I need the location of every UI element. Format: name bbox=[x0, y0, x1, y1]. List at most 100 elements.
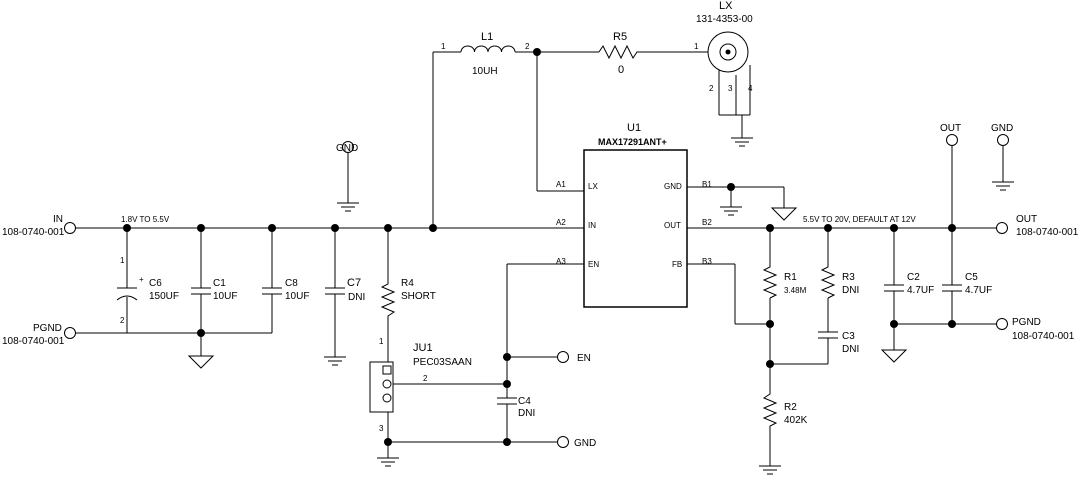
lx-pin2: 2 bbox=[709, 84, 714, 93]
lx-connector: LX 131-4353-00 1 2 3 4 bbox=[694, 0, 753, 93]
out-connector-pin bbox=[996, 222, 1008, 234]
r2-resistor: R2 402K bbox=[762, 390, 808, 430]
r3-resistor: R3 DNI bbox=[820, 263, 859, 299]
c7-value: DNI bbox=[348, 292, 365, 303]
u1-ic: U1 MAX17291ANT+ A1 LX A2 IN A3 EN B1 GND… bbox=[556, 122, 712, 308]
u1-pin-b2: B2 bbox=[702, 218, 712, 227]
r5-resistor: R5 0 bbox=[598, 31, 641, 76]
r3-value: DNI bbox=[842, 285, 859, 296]
u1-pin-lx: LX bbox=[588, 182, 598, 191]
c2-ref: C2 bbox=[907, 272, 920, 283]
pgnd-out-connector-pin bbox=[996, 318, 1008, 330]
connector-pins bbox=[64, 134, 1009, 448]
c3-ref: C3 bbox=[842, 331, 855, 342]
r1-ref: R1 bbox=[784, 272, 797, 283]
c8-capacitor: C8 10UF bbox=[262, 278, 309, 302]
ju1-pin3: 3 bbox=[379, 424, 384, 433]
vout-range-label: 5.5V TO 20V, DEFAULT AT 12V bbox=[803, 215, 916, 224]
c2-capacitor: C2 4.7UF bbox=[884, 272, 934, 296]
c5-value: 4.7UF bbox=[965, 285, 992, 296]
u1-pin-a1: A1 bbox=[556, 180, 566, 189]
gnd-top-label: GND bbox=[991, 123, 1013, 134]
c6-pin2: 2 bbox=[120, 316, 125, 325]
gnd-mid-connector-pin bbox=[342, 141, 354, 153]
r1-value: 3.48M bbox=[784, 286, 807, 295]
out-top-label: OUT bbox=[940, 123, 961, 134]
r2-value: 402K bbox=[784, 415, 808, 426]
u1-pin-a2: A2 bbox=[556, 218, 566, 227]
c4-value: DNI bbox=[518, 408, 535, 419]
ju1-jumper: JU1 PEC03SAAN 1 2 3 bbox=[369, 337, 472, 433]
u1-value: MAX17291ANT+ bbox=[598, 137, 667, 147]
c7-capacitor: C7 DNI bbox=[325, 277, 365, 303]
r3-ref: R3 bbox=[842, 272, 855, 283]
u1-pin-b1: B1 bbox=[702, 180, 712, 189]
c6-capacitor: + 1 2 C6 150UF bbox=[116, 256, 179, 325]
pgnd-in-label: PGND bbox=[33, 323, 62, 334]
u1-ref: U1 bbox=[627, 122, 641, 134]
r5-ref: R5 bbox=[613, 31, 627, 43]
ju1-pin2: 2 bbox=[423, 374, 428, 383]
u1-pin-fb: FB bbox=[672, 260, 682, 269]
vin-range-label: 1.8V TO 5.5V bbox=[121, 215, 170, 224]
gnd-bottom-label: GND bbox=[574, 438, 596, 449]
u1-pin-out: OUT bbox=[664, 221, 681, 230]
c6-pin1: 1 bbox=[120, 256, 125, 265]
en-label: EN bbox=[577, 353, 591, 364]
pgnd-out-part: 108-0740-001 bbox=[1012, 331, 1075, 342]
l1-inductor: L1 10UH 1 2 bbox=[441, 31, 530, 77]
en-connector-pin bbox=[557, 351, 569, 363]
l1-pin2: 2 bbox=[525, 42, 530, 51]
in-label: IN bbox=[53, 214, 63, 225]
u1-pin-a3: A3 bbox=[556, 257, 566, 266]
out-part: 108-0740-001 bbox=[1016, 227, 1079, 238]
c4-ref: C4 bbox=[518, 396, 531, 407]
c6-plus: + bbox=[139, 275, 144, 284]
c6-ref: C6 bbox=[149, 278, 162, 289]
r4-value: SHORT bbox=[401, 291, 436, 302]
u1-pin-gnd: GND bbox=[664, 182, 682, 191]
c1-ref: C1 bbox=[213, 278, 226, 289]
gnd-top-connector-pin bbox=[997, 134, 1009, 146]
pgnd-in-connector-pin bbox=[64, 327, 76, 339]
lx-pin3: 3 bbox=[728, 84, 733, 93]
ju1-ref: JU1 bbox=[413, 342, 433, 354]
lx-value: 131-4353-00 bbox=[696, 14, 753, 25]
pgnd-out-label: PGND bbox=[1012, 317, 1041, 328]
c5-ref: C5 bbox=[965, 272, 978, 283]
c8-ref: C8 bbox=[285, 278, 298, 289]
gnd-mid-label: GND bbox=[336, 143, 358, 154]
u1-pin-en: EN bbox=[588, 260, 599, 269]
u1-pin-b3: B3 bbox=[702, 257, 712, 266]
lx-pin1: 1 bbox=[694, 42, 699, 51]
c3-capacitor: C3 DNI bbox=[818, 331, 859, 355]
gnd-bottom-connector-pin bbox=[557, 436, 569, 448]
r2-ref: R2 bbox=[784, 402, 797, 413]
in-connector-pin bbox=[64, 222, 76, 234]
c1-value: 10UF bbox=[213, 291, 237, 302]
r4-resistor: R4 SHORT bbox=[380, 278, 436, 320]
out-top-connector-pin bbox=[946, 134, 958, 146]
c4-capacitor: C4 DNI bbox=[497, 396, 535, 419]
out-label: OUT bbox=[1016, 214, 1037, 225]
c3-value: DNI bbox=[842, 344, 859, 355]
net-labels: IN 108-0740-001 PGND 108-0740-001 1.8V T… bbox=[2, 123, 1079, 449]
r4-ref: R4 bbox=[401, 278, 414, 289]
c6-value: 150UF bbox=[149, 291, 179, 302]
l1-pin1: 1 bbox=[441, 42, 446, 51]
wires bbox=[76, 51, 1004, 466]
u1-pin-in: IN bbox=[588, 221, 596, 230]
c2-value: 4.7UF bbox=[907, 285, 934, 296]
lx-pin4: 4 bbox=[748, 84, 753, 93]
r1-resistor: R1 3.48M bbox=[762, 263, 807, 299]
c7-ref: C7 bbox=[347, 277, 361, 289]
pgnd-in-part: 108-0740-001 bbox=[2, 336, 65, 347]
r5-value: 0 bbox=[618, 64, 624, 76]
c8-value: 10UF bbox=[285, 291, 309, 302]
ju1-value: PEC03SAAN bbox=[413, 357, 472, 368]
l1-ref: L1 bbox=[481, 31, 493, 43]
c5-capacitor: C5 4.7UF bbox=[942, 272, 992, 296]
l1-value: 10UH bbox=[472, 66, 498, 77]
ju1-pin1: 1 bbox=[379, 337, 384, 346]
